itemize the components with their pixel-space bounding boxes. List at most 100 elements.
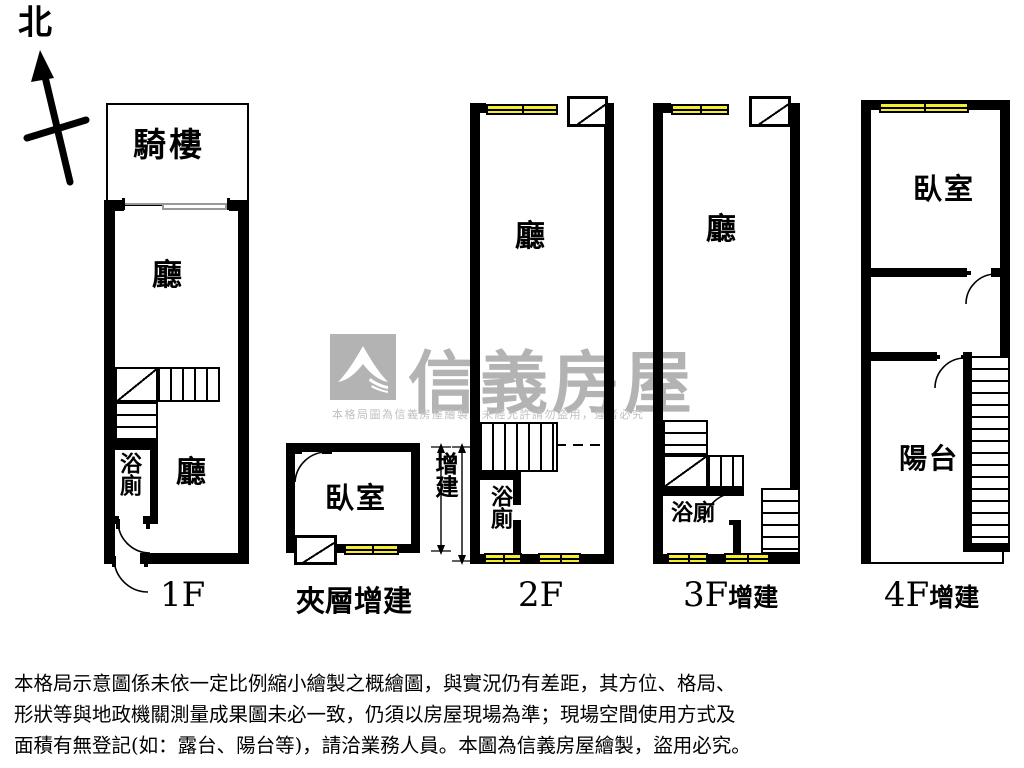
wall-2f-top-left [470,103,486,113]
wall-2f-left [470,103,480,564]
floor-3f: 廳 浴廁 3F增建 [0,0,800,620]
window-mullion [522,106,524,113]
floor-label-3f-suffix: 增建 [728,583,779,612]
floor-4f: 臥室 陽台 4F增建 [0,0,1010,620]
wall-2f-right [604,103,614,564]
ac-platform-2f [567,96,608,127]
window-2f-bottom-left [484,553,522,564]
wall-mez-top [286,443,420,452]
extension-dashed-line-2f [556,444,614,446]
compass-label: 北 [18,3,52,43]
wall-4f-partition-lower [861,352,937,361]
stair-1f-upper-run [158,367,220,402]
wall-4f-partition-upper [861,268,967,277]
window-2f-top [486,104,558,115]
floor-1f: 騎樓 廳 浴廁 [0,0,300,620]
wall-mez-right [411,443,420,553]
watermark: 信義房屋 本格局圖為信義房屋繪製，未經允許請勿盜用，違者必究 [330,334,692,434]
wall-3f-top-left [653,103,671,113]
window-mullion [503,555,505,562]
room-label-1f-living-upper: 廳 [152,258,182,293]
wall-4f-right [1000,100,1010,400]
door-4f-upper [963,271,1003,311]
wall-2f-bottom-right [580,554,614,564]
extension-dimension-mezzanine [431,443,451,559]
door-jamb-1f-top-right [227,198,230,210]
wall-1f-bath-bottom-left [108,516,119,524]
room-label-mez-bedroom: 臥室 [325,481,388,515]
wall-3f-bottom-left [653,554,667,564]
floor-label-mezzanine-main: 夾層增建 [296,584,413,618]
window-mullion [688,555,690,562]
floor-label-4f-main: 4F [884,575,930,615]
disclaimer-line-3: 面積有無登記(如：露台、陽台等)，請洽業務人員。本圖為信義房屋繪製，盜用必究。 [14,734,751,757]
disclaimer-line-2: 形狀等與地政機關測量成果圖未必一致，仍須以房屋現場為準；現場空間使用方式及 [14,703,736,726]
outer-stair-4f [970,356,1010,548]
compass-north-indicator: 北 [4,4,104,189]
wall-2f-bath-top [480,472,520,480]
ac-platform-mezzanine [294,535,337,565]
wall-1f-left [104,200,115,564]
window-4f-top [879,102,969,113]
stair-3f-upper-run [663,420,708,455]
room-label-4f-balcony: 陽台 [899,442,960,475]
wall-4f-left [861,100,871,564]
window-mullion [560,555,562,562]
floor-label-1f-main: 1F [160,575,206,615]
room-label-1f-living-lower: 廳 [176,455,206,490]
wall-mez-bottom-right [399,544,420,553]
room-label-1f-bathroom: 浴廁 [116,452,141,496]
window-mullion [924,104,926,111]
window-3f-top [671,104,729,115]
wall-3f-left [653,103,663,564]
floor-mezzanine: 臥室 增建 夾層增建 [0,0,457,620]
wall-3f-top-right [783,103,800,113]
wall-2f-bath-right-lower [513,520,521,560]
wall-3f-stair-base [663,488,744,496]
wall-1f-bath-top [108,442,158,450]
ac-platform-3f [749,96,791,127]
wall-1f-right [238,200,249,564]
disclaimer-text: 本格局示意圖係未依一定比例縮小繪製之概繪圖，與實況仍有差距，其方位、格局、 形狀… [14,668,1014,761]
window-mullion [700,106,702,113]
sliding-door-panel [162,203,227,210]
stair-3f-landing-diagonal [664,456,707,487]
wall-2f-bath-right-upper [513,472,521,505]
wall-mez-bottom-left [286,544,295,553]
stair-1f-lower-run [115,402,158,442]
room-label-arcade: 騎樓 [133,125,205,164]
window-mullion [372,546,374,553]
window-mezzanine [344,544,399,555]
wall-2f-bottom-left [470,554,484,564]
wall-1f-bath-right [150,442,158,524]
window-mullion [747,555,749,562]
floor-label-4f-suffix: 增建 [929,583,980,612]
extension-label-mezzanine: 增建 [431,452,457,498]
window-2f-bottom-right [538,553,581,564]
north-arrow-icon [23,50,90,186]
floor-2f: 廳 浴廁 增建 2F [0,0,614,620]
door-jamb-1f-top-left [122,198,125,210]
room-label-3f-bathroom: 浴廁 [671,501,716,526]
wall-4f-stair-left [963,352,972,552]
wall-mez-left [286,443,295,553]
floor-label-2f-main: 2F [518,575,564,615]
wall-2f-bottom-mid [521,554,539,564]
wall-3f-right [790,103,800,564]
room-label-4f-bedroom: 臥室 [913,172,976,206]
floor-label-2f: 2F [518,575,563,615]
floor-label-3f-main: 3F [683,575,729,615]
floor-label-mezzanine: 夾層增建 [296,578,412,620]
window-3f-bottom-left [667,553,708,564]
door-1f-bathroom [114,519,158,559]
wall-3f-bath-divider [733,520,741,560]
outer-stair-3f [761,488,800,554]
disclaimer-line-1: 本格局示意圖係未依一定比例縮小繪製之概繪圖，與實況仍有差距，其方位、格局、 [14,672,736,695]
wall-3f-bottom-mid [707,554,725,564]
room-label-3f-living: 廳 [706,212,736,247]
extension-label-2f: 增建 [431,452,457,498]
window-3f-bottom-right [724,553,770,564]
extension-dimension-2f [452,443,472,569]
wall-mez-bottom-mid [330,544,344,553]
stair-1f-landing-diagonal [116,368,158,402]
